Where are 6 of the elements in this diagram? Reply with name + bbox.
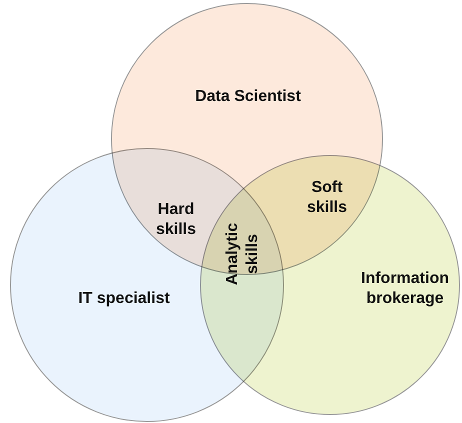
circle-label: IT specialist [77,289,171,309]
circle-label: Information brokerage [360,269,450,309]
region-label: Soft skills [306,178,348,218]
circle-label: Data Scientist [194,87,302,107]
region-label: Analytic skills [223,222,262,288]
region-label: Hard skills [154,200,198,240]
